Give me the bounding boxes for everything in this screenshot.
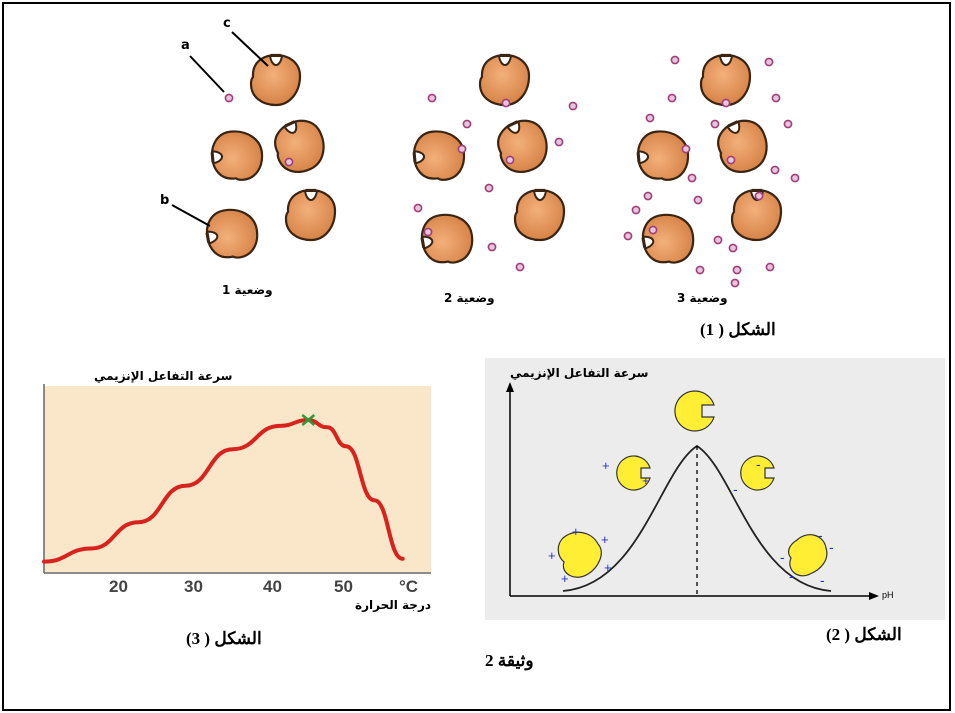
- figure-1-caption: الشكل ( 1): [700, 320, 776, 339]
- charge-plus: +: [548, 548, 556, 563]
- charge-minus: -: [829, 539, 834, 555]
- situation-1-label: وضعية 1: [222, 283, 273, 297]
- temperature-x-label: درجة الحرارة: [355, 598, 432, 612]
- tick-label: 40: [263, 577, 282, 596]
- figure-2-caption: الشكل ( 2): [826, 625, 902, 644]
- optimum-marker: [301, 414, 316, 426]
- charge-minus: -: [733, 481, 738, 497]
- denatured-enzyme-acidic: [557, 531, 602, 578]
- temperature-y-label: سرعة التفاعل الإنزيمي: [94, 369, 233, 383]
- temperature-curve: [42, 417, 405, 564]
- situation-3-label: وضعية 3: [677, 291, 728, 305]
- ph-y-label: سرعة التفاعل الإنزيمي: [510, 366, 649, 380]
- figure-3-caption: الشكل ( 3): [186, 629, 262, 648]
- charge-minus: -: [818, 527, 823, 543]
- charge-plus: +: [601, 532, 609, 547]
- charge-plus: +: [642, 473, 650, 488]
- label-a: a: [181, 38, 190, 53]
- charge-minus: -: [820, 572, 825, 588]
- document-caption: وثيقة 2: [485, 651, 534, 670]
- situation-2-enzymes: [410, 53, 578, 272]
- tick-label: 30: [184, 577, 203, 596]
- charge-plus: +: [561, 571, 569, 586]
- label-c: c: [223, 16, 231, 31]
- ph-chart-panel: [485, 358, 945, 620]
- charge-plus: +: [604, 560, 612, 575]
- tick-label: 20: [109, 577, 128, 596]
- pacman-enzyme-acidic: [616, 455, 651, 491]
- situation-3-enzymes: [623, 53, 800, 288]
- charge-minus: -: [756, 456, 761, 472]
- charge-plus: +: [572, 524, 580, 539]
- situation-1-enzymes: [171, 31, 337, 264]
- charge-minus: -: [789, 568, 794, 584]
- label-b: b: [160, 193, 170, 208]
- charge-plus: +: [602, 458, 610, 473]
- tick-label: 50: [334, 577, 353, 596]
- pacman-enzyme-basic: [740, 455, 775, 491]
- optimum-marker-stroke: [301, 414, 316, 426]
- pacman-enzyme-optimal: [674, 390, 715, 432]
- situation-2-label: وضعية 2: [444, 291, 495, 305]
- temperature-unit: °C: [399, 577, 419, 596]
- denatured-enzyme-basic: [787, 534, 828, 577]
- charge-minus: -: [780, 549, 785, 565]
- ph-x-label: pH: [882, 590, 894, 600]
